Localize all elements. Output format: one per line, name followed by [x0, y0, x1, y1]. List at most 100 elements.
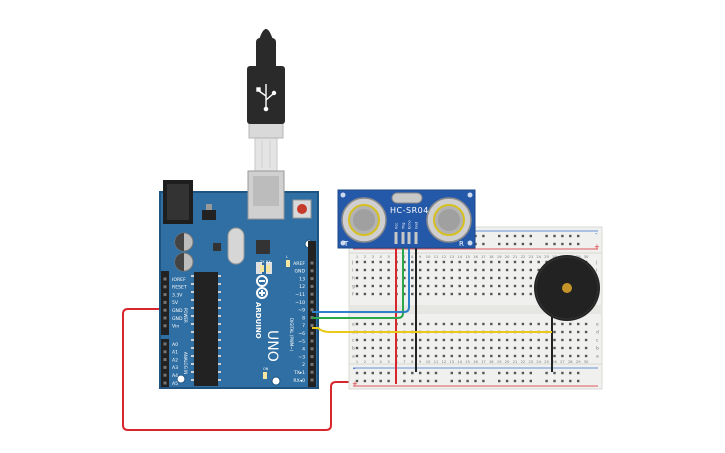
breadboard-hole[interactable] [434, 371, 438, 375]
breadboard-hole[interactable] [505, 276, 509, 280]
breadboard-hole[interactable] [434, 354, 438, 358]
breadboard-hole[interactable] [529, 322, 532, 326]
breadboard-hole[interactable] [450, 346, 453, 350]
breadboard-hole[interactable] [466, 268, 469, 272]
breadboard-hole[interactable] [577, 346, 580, 350]
breadboard-hole[interactable] [426, 276, 430, 280]
breadboard-hole[interactable] [498, 371, 501, 375]
breadboard-hole[interactable] [521, 346, 525, 350]
breadboard-hole[interactable] [387, 260, 390, 264]
breadboard-hole[interactable] [577, 242, 580, 246]
breadboard-hole[interactable] [363, 338, 367, 342]
breadboard-hole[interactable] [355, 354, 359, 358]
breadboard-hole[interactable] [434, 379, 438, 383]
breadboard-hole[interactable] [569, 354, 572, 358]
breadboard-hole[interactable] [553, 338, 556, 342]
breadboard-hole[interactable] [529, 268, 532, 272]
header-pin[interactable] [163, 300, 167, 304]
breadboard-hole[interactable] [426, 322, 430, 326]
breadboard-hole[interactable] [584, 354, 588, 358]
breadboard-hole[interactable] [521, 268, 525, 272]
breadboard-hole[interactable] [482, 260, 485, 264]
breadboard-hole[interactable] [521, 292, 525, 296]
breadboard-hole[interactable] [561, 330, 564, 334]
breadboard-hole[interactable] [450, 322, 453, 326]
header-pin[interactable] [163, 324, 167, 328]
breadboard-hole[interactable] [403, 371, 406, 375]
breadboard-hole[interactable] [442, 284, 446, 288]
breadboard-hole[interactable] [379, 371, 382, 375]
breadboard-hole[interactable] [466, 322, 469, 326]
breadboard-hole[interactable] [355, 276, 359, 280]
breadboard-hole[interactable] [474, 379, 477, 383]
breadboard-hole[interactable] [529, 234, 532, 238]
breadboard-hole[interactable] [403, 354, 406, 358]
breadboard-hole[interactable] [442, 322, 446, 326]
breadboard-hole[interactable] [529, 379, 532, 383]
breadboard-hole[interactable] [403, 346, 406, 350]
header-pin[interactable] [310, 362, 314, 366]
header-pin[interactable] [163, 293, 167, 297]
breadboard-hole[interactable] [529, 292, 532, 296]
breadboard-hole[interactable] [529, 242, 532, 246]
header-pin[interactable] [163, 373, 167, 377]
breadboard-hole[interactable] [450, 284, 453, 288]
breadboard-hole[interactable] [466, 371, 469, 375]
breadboard-hole[interactable] [482, 322, 485, 326]
breadboard-hole[interactable] [505, 284, 509, 288]
breadboard-hole[interactable] [450, 354, 453, 358]
breadboard-hole[interactable] [505, 379, 509, 383]
breadboard-hole[interactable] [513, 268, 517, 272]
breadboard-hole[interactable] [450, 268, 453, 272]
breadboard-hole[interactable] [577, 379, 580, 383]
breadboard-hole[interactable] [545, 338, 548, 342]
breadboard-hole[interactable] [569, 346, 572, 350]
breadboard-hole[interactable] [458, 260, 461, 264]
breadboard-hole[interactable] [355, 322, 359, 326]
breadboard-hole[interactable] [569, 338, 572, 342]
wire-yellow-buzzer-pin7[interactable] [312, 327, 552, 333]
header-pin[interactable] [310, 347, 314, 351]
breadboard-hole[interactable] [450, 260, 453, 264]
breadboard-hole[interactable] [426, 379, 430, 383]
breadboard-hole[interactable] [355, 371, 359, 375]
breadboard-hole[interactable] [466, 292, 469, 296]
header-pin[interactable] [310, 277, 314, 281]
breadboard-hole[interactable] [442, 260, 446, 264]
breadboard-hole[interactable] [363, 292, 367, 296]
breadboard-hole[interactable] [529, 276, 532, 280]
breadboard-hole[interactable] [490, 284, 493, 288]
breadboard-hole[interactable] [505, 242, 509, 246]
breadboard-hole[interactable] [474, 260, 477, 264]
breadboard-hole[interactable] [450, 276, 453, 280]
breadboard-hole[interactable] [513, 346, 517, 350]
breadboard-hole[interactable] [482, 284, 485, 288]
breadboard-hole[interactable] [458, 276, 461, 280]
breadboard-hole[interactable] [569, 379, 572, 383]
breadboard-hole[interactable] [434, 276, 438, 280]
breadboard-hole[interactable] [355, 284, 359, 288]
breadboard-hole[interactable] [474, 371, 477, 375]
breadboard-hole[interactable] [529, 284, 532, 288]
breadboard-hole[interactable] [434, 284, 438, 288]
breadboard-hole[interactable] [450, 379, 453, 383]
breadboard-hole[interactable] [545, 234, 548, 238]
breadboard-hole[interactable] [513, 338, 517, 342]
breadboard-hole[interactable] [387, 354, 390, 358]
header-pin[interactable] [163, 277, 167, 281]
breadboard-hole[interactable] [553, 371, 556, 375]
breadboard-hole[interactable] [513, 379, 517, 383]
header-pin[interactable] [310, 292, 314, 296]
breadboard-hole[interactable] [482, 346, 485, 350]
breadboard-hole[interactable] [505, 346, 509, 350]
breadboard-hole[interactable] [419, 292, 422, 296]
breadboard-hole[interactable] [466, 379, 469, 383]
breadboard-hole[interactable] [442, 268, 446, 272]
breadboard-hole[interactable] [371, 268, 374, 272]
header-pin[interactable] [163, 308, 167, 312]
breadboard-hole[interactable] [371, 260, 374, 264]
breadboard-hole[interactable] [569, 371, 572, 375]
breadboard-hole[interactable] [474, 268, 477, 272]
breadboard-hole[interactable] [403, 268, 406, 272]
sensor-pin[interactable] [401, 232, 405, 244]
